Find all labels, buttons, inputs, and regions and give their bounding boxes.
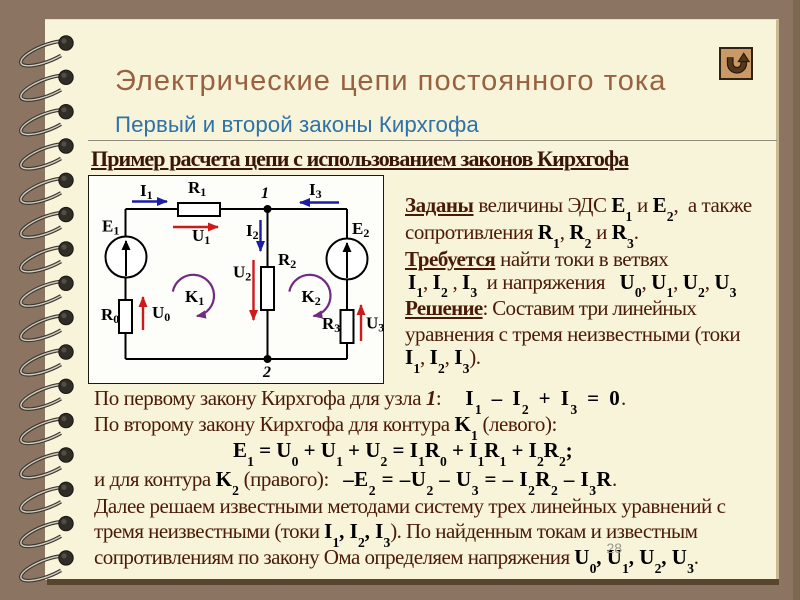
svg-text:2: 2: [262, 364, 271, 381]
svg-text:1: 1: [261, 185, 269, 202]
